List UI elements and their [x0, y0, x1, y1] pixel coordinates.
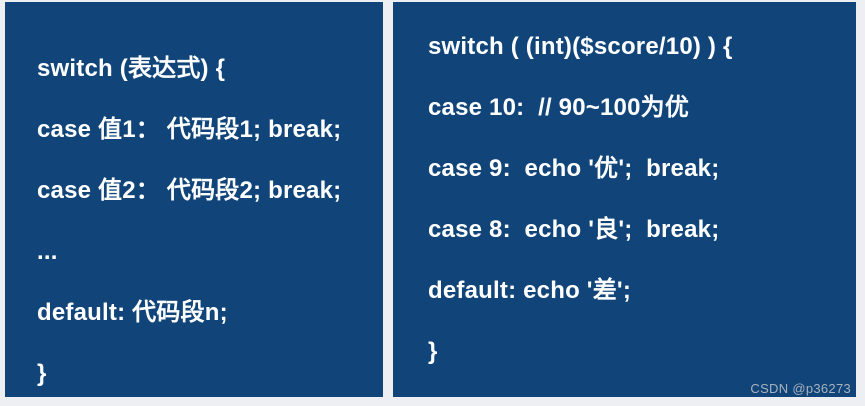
- code-line: ...: [37, 238, 58, 265]
- code-line: case 9: echo '优'; break;: [428, 155, 720, 182]
- code-line: }: [428, 338, 438, 365]
- code-line: switch ( (int)($score/10) ) {: [428, 33, 733, 60]
- csdn-watermark: CSDN @p36273: [750, 381, 851, 396]
- switch-example-panel: switch ( (int)($score/10) ) { case 10: /…: [393, 2, 856, 397]
- switch-syntax-panel: switch (表达式) { case 值1： 代码段1; break; cas…: [5, 2, 383, 397]
- code-line: default: 代码段n;: [37, 299, 228, 326]
- code-line: default: echo '差';: [428, 277, 632, 304]
- code-line: case 值1： 代码段1; break;: [37, 116, 342, 143]
- code-line: case 8: echo '良'; break;: [428, 216, 720, 243]
- code-line: case 值2： 代码段2; break;: [37, 177, 342, 204]
- code-line: case 10: // 90~100为优: [428, 94, 690, 121]
- code-line: }: [37, 360, 47, 387]
- code-line: switch (表达式) {: [37, 55, 226, 82]
